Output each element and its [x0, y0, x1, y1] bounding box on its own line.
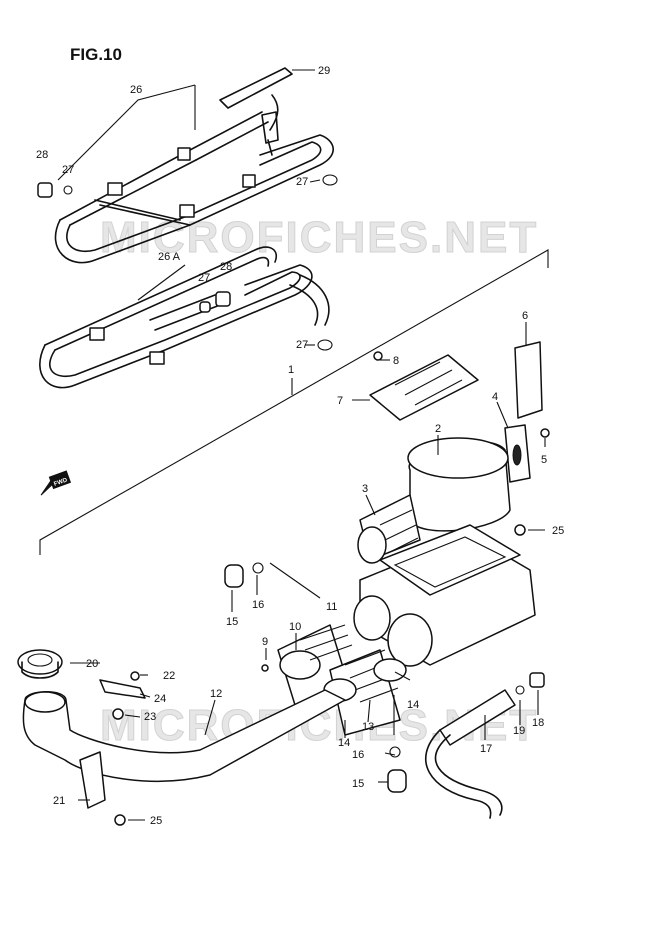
bolt-25-left: [114, 814, 126, 826]
ring-20: [17, 649, 63, 675]
cap-18: [529, 672, 545, 688]
callout-1: 1: [288, 364, 294, 376]
plug-28-lower: [215, 291, 231, 307]
figure-title: FIG.10: [70, 45, 122, 64]
callout-24: 24: [154, 693, 166, 705]
clamp-27-lower-right: [317, 339, 333, 351]
callout-labels: 1 2 3 4 5 6 7 8 9 10 11 12 13 14 14 15 1…: [36, 65, 564, 827]
bolt-22: [130, 671, 140, 681]
callout-2: 2: [435, 423, 441, 435]
breather-hose-assembly-26: [37, 67, 338, 264]
clamp-9: [261, 664, 269, 672]
clamp-19: [515, 685, 525, 695]
screw-5: [540, 428, 550, 438]
callout-23: 23: [144, 711, 156, 723]
hose-clamp-upper-left: [107, 182, 123, 196]
callout-6: 6: [522, 310, 528, 322]
callout-12: 12: [210, 688, 222, 700]
callout-27-upper-left: 27: [62, 164, 74, 176]
callout-19: 19: [513, 725, 525, 737]
callout-5: 5: [541, 454, 547, 466]
breather-hose-assembly-26a: [39, 246, 333, 389]
leader-lines: [70, 69, 546, 821]
callout-9: 9: [262, 636, 268, 648]
callout-14-left: 14: [338, 737, 350, 749]
callout-14-right: 14: [407, 699, 419, 711]
inlet-duct-12: [22, 689, 346, 782]
callout-3: 3: [362, 483, 368, 495]
bracket-24: [99, 679, 146, 699]
callout-18: 18: [532, 717, 544, 729]
drain-hose-17: [439, 689, 516, 746]
air-cleaner-cover-7: [369, 354, 479, 421]
callout-16-upper: 16: [252, 599, 264, 611]
screw-8: [373, 351, 383, 361]
callout-17: 17: [480, 743, 492, 755]
drain-plug-15-upper: [224, 564, 244, 588]
fwd-arrow: FWD: [40, 470, 72, 496]
callout-26: 26: [130, 84, 142, 96]
callout-11: 11: [326, 601, 337, 613]
callout-15-upper: 15: [226, 616, 238, 628]
drain-parts: [224, 562, 545, 819]
callout-8: 8: [393, 355, 399, 367]
air-cleaner-assembly: [353, 341, 550, 667]
callout-28-lower: 28: [220, 261, 232, 273]
clamp-16-lower: [389, 746, 401, 758]
callout-25-right: 25: [552, 525, 564, 537]
callout-27-upper-right: 27: [296, 176, 308, 188]
callout-26a: 26 A: [158, 251, 181, 263]
fwd-label: FWD: [53, 477, 69, 488]
plug-28-upper: [37, 182, 53, 198]
callout-21: 21: [53, 795, 65, 807]
clamp-27-upper-right: [322, 174, 338, 186]
callout-13: 13: [362, 721, 374, 733]
clamp-27-upper-left: [63, 185, 73, 195]
drain-plug-15-lower: [387, 769, 407, 793]
washer-23: [112, 708, 124, 720]
callout-7: 7: [337, 395, 343, 407]
clamp-14-right: [373, 658, 407, 682]
callout-10: 10: [289, 621, 301, 633]
assembly-1-bracket: [39, 249, 549, 555]
callout-15-lower: 15: [352, 778, 364, 790]
callout-4: 4: [492, 391, 498, 403]
element-holder-6: [514, 341, 543, 419]
bracket-21: [79, 751, 106, 809]
bolt-25-right: [514, 524, 526, 536]
callout-27-lower-right: 27: [296, 339, 308, 351]
callout-16-lower: 16: [352, 749, 364, 761]
callout-29: 29: [318, 65, 330, 77]
callout-25-left: 25: [150, 815, 162, 827]
callout-27-lower-left: 27: [198, 272, 210, 284]
callout-22: 22: [163, 670, 175, 682]
callout-28-upper: 28: [36, 149, 48, 161]
clamp-16-upper: [252, 562, 264, 574]
callout-20: 20: [86, 658, 98, 670]
inlet-duct: [17, 649, 346, 826]
